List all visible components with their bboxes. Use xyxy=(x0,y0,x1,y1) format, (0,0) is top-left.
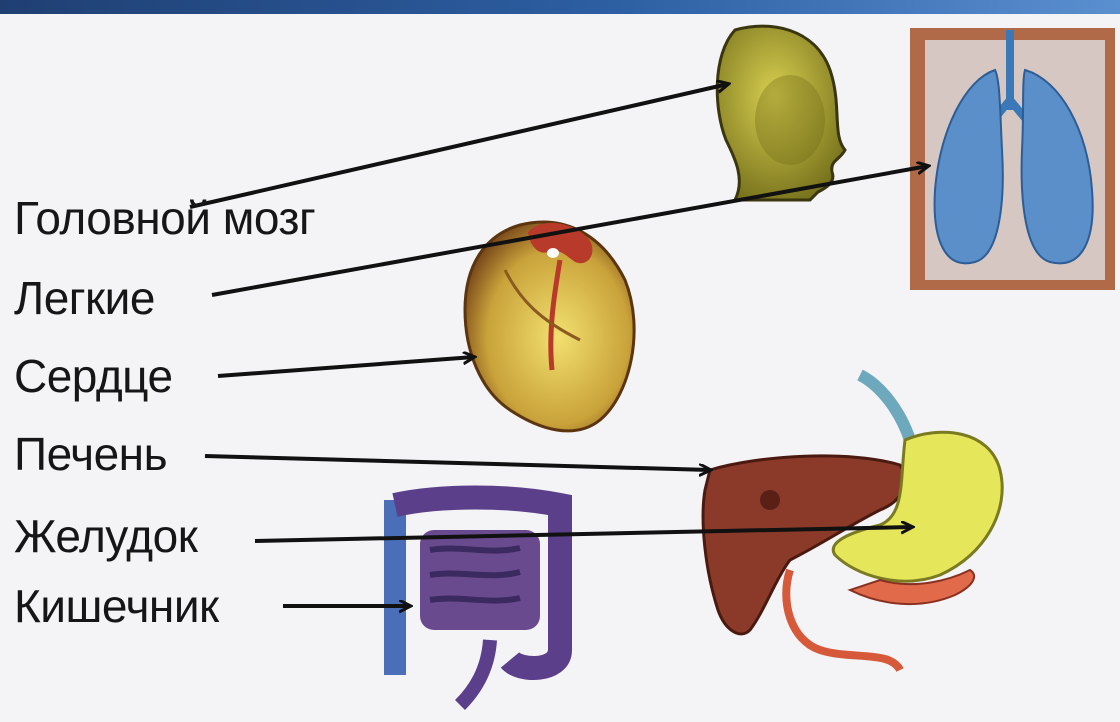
label-lungs: Легкие xyxy=(14,272,155,324)
label-stomach: Желудок xyxy=(14,510,197,562)
label-heart: Сердце xyxy=(14,350,173,402)
label-intestine: Кишечник xyxy=(14,580,219,632)
label-brain: Головной мозг xyxy=(14,192,315,244)
label-liver: Печень xyxy=(14,428,167,480)
